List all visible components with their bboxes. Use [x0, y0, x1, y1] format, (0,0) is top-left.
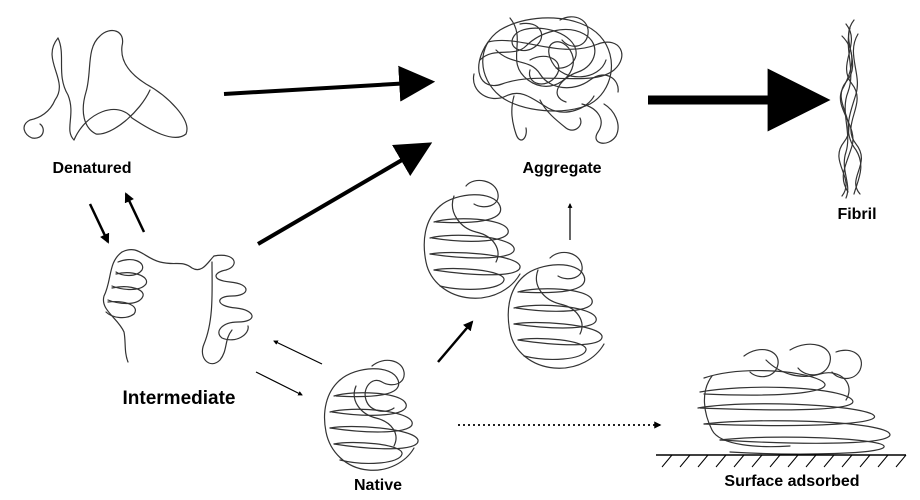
- arrow-native-to-cluster: [437, 320, 474, 363]
- arrow-intermediate-to-native: [255, 371, 303, 396]
- native-structure: [323, 359, 419, 471]
- aggregate-structure: [472, 16, 623, 144]
- intermediate-structure: [102, 249, 253, 365]
- label-aggregate: Aggregate: [522, 160, 601, 177]
- arrow-denatured-to-intermediate: [88, 203, 110, 244]
- label-native: Native: [354, 477, 402, 494]
- label-intermediate: Intermediate: [123, 388, 236, 409]
- arrow-native-to-intermediate: [273, 340, 323, 365]
- native-cluster-upper: [423, 179, 521, 299]
- arrow-intermediate-to-denatured: [124, 192, 146, 233]
- arrow-intermediate-to-aggregate: [256, 142, 433, 246]
- label-denatured: Denatured: [52, 160, 131, 177]
- native-cluster-lower: [507, 251, 605, 369]
- label-surface-adsorbed: Surface adsorbed: [724, 473, 859, 490]
- surface-adsorbed-structure: [697, 343, 891, 455]
- surface-line: [656, 454, 907, 468]
- label-fibril: Fibril: [837, 206, 876, 223]
- arrow-denatured-to-aggregate: [223, 65, 436, 102]
- fibril-structure: [838, 19, 862, 199]
- denatured-structure: [23, 29, 188, 141]
